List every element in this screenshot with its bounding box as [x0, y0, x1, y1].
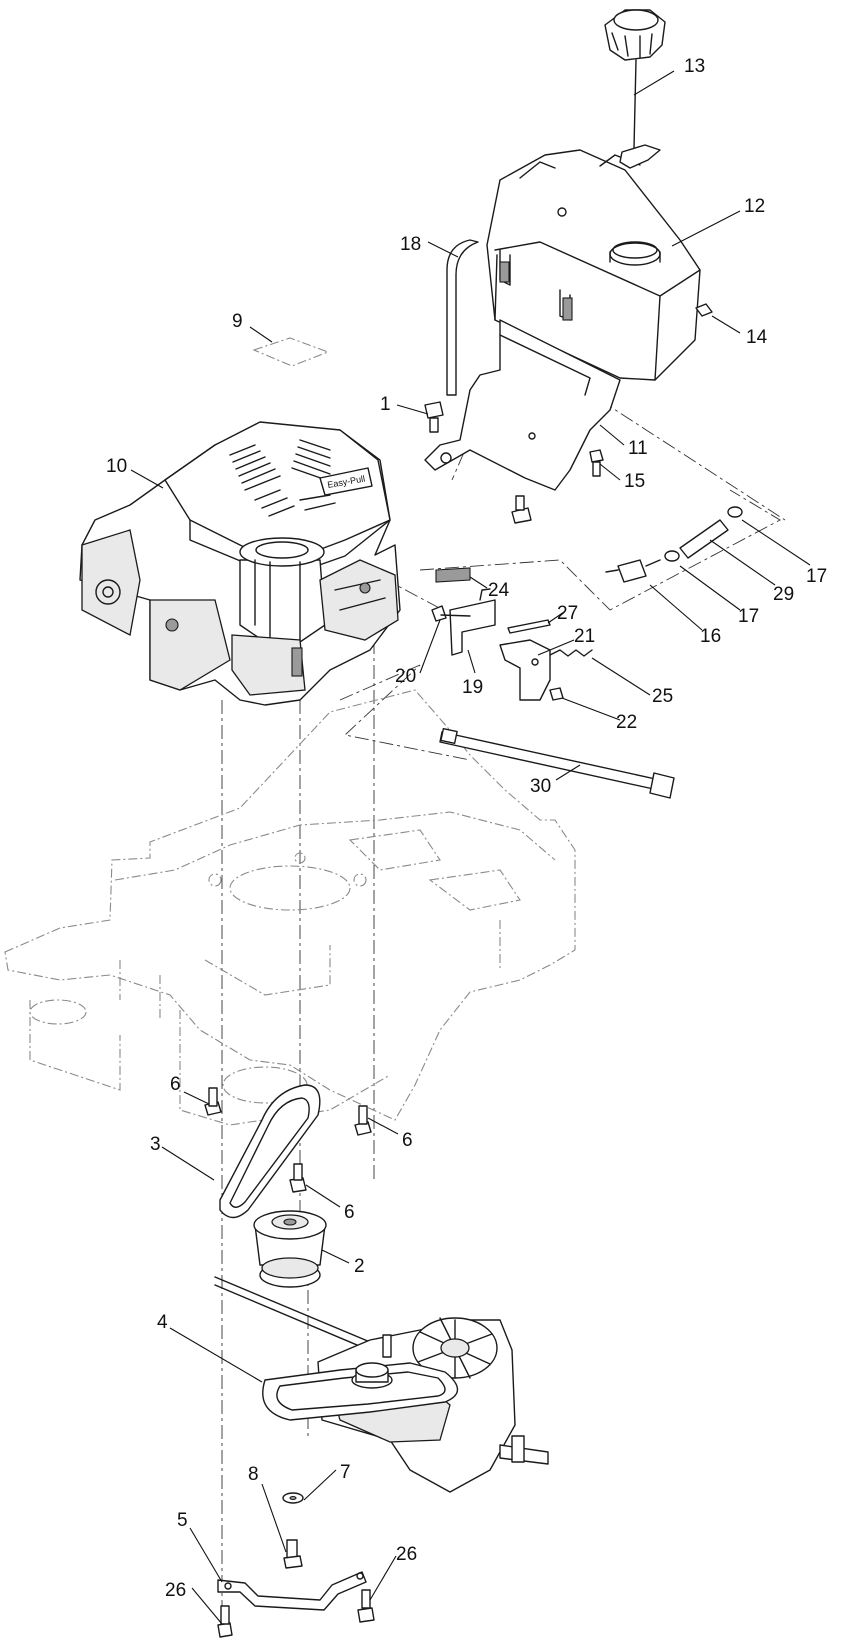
callout-27: 27 [557, 603, 578, 624]
decal-9 [252, 337, 330, 367]
callout-9: 9 [232, 311, 243, 332]
callout-6-right: 6 [402, 1130, 413, 1151]
fuel-tank [486, 149, 701, 381]
bolt-15 [589, 449, 604, 477]
bolts-6 [204, 1087, 372, 1193]
engine: Easy-Pull [79, 421, 401, 706]
callout-26-left: 26 [165, 1580, 186, 1601]
callout-8: 8 [248, 1464, 259, 1485]
callout-24: 24 [488, 580, 510, 601]
callout-16: 16 [700, 626, 721, 647]
fuel-cap [604, 9, 666, 169]
callout-1: 1 [380, 394, 391, 415]
callout-30: 30 [530, 776, 551, 797]
callout-2: 2 [354, 1256, 365, 1277]
callout-19: 19 [462, 677, 483, 698]
control-bracket-group [431, 567, 593, 701]
washer-7 [282, 1492, 304, 1504]
bolt-1 [424, 401, 444, 433]
callout-17-right: 17 [806, 566, 827, 587]
bracket-5 [217, 1571, 375, 1638]
callout-15: 15 [624, 471, 645, 492]
callout-10: 10 [106, 456, 127, 477]
pulley-2 [253, 1210, 327, 1288]
callout-18: 18 [400, 234, 421, 255]
callout-29: 29 [773, 584, 794, 605]
callout-25: 25 [652, 686, 673, 707]
bolt-8 [283, 1539, 303, 1569]
callout-4: 4 [157, 1312, 168, 1333]
bolt-14 [695, 303, 713, 317]
tank-bracket [424, 319, 621, 491]
callout-6-center: 6 [344, 1202, 355, 1223]
callout-20: 20 [395, 666, 416, 687]
callout-21: 21 [574, 626, 595, 647]
fuel-line-fittings [605, 506, 743, 583]
callout-6-left: 6 [170, 1074, 181, 1095]
leader-lines [130, 70, 811, 1625]
callout-17-mid: 17 [738, 606, 759, 627]
callout-14: 14 [746, 327, 768, 348]
callouts: 13 12 18 14 9 1 11 15 10 17 29 17 16 24 … [106, 56, 827, 1601]
callout-22: 22 [616, 712, 637, 733]
rod-30 [439, 727, 675, 799]
callout-26-right: 26 [396, 1544, 417, 1565]
transaxle [214, 1276, 549, 1493]
callout-13: 13 [684, 56, 705, 77]
bolt-bracket-lower [511, 495, 532, 524]
belt-3 [219, 1084, 321, 1219]
callout-5: 5 [177, 1510, 188, 1531]
callout-11: 11 [628, 438, 648, 459]
callout-3: 3 [150, 1134, 161, 1155]
callout-7: 7 [340, 1462, 351, 1483]
callout-12: 12 [744, 196, 765, 217]
chassis-frame [4, 689, 576, 1126]
fuel-hose [446, 239, 479, 396]
